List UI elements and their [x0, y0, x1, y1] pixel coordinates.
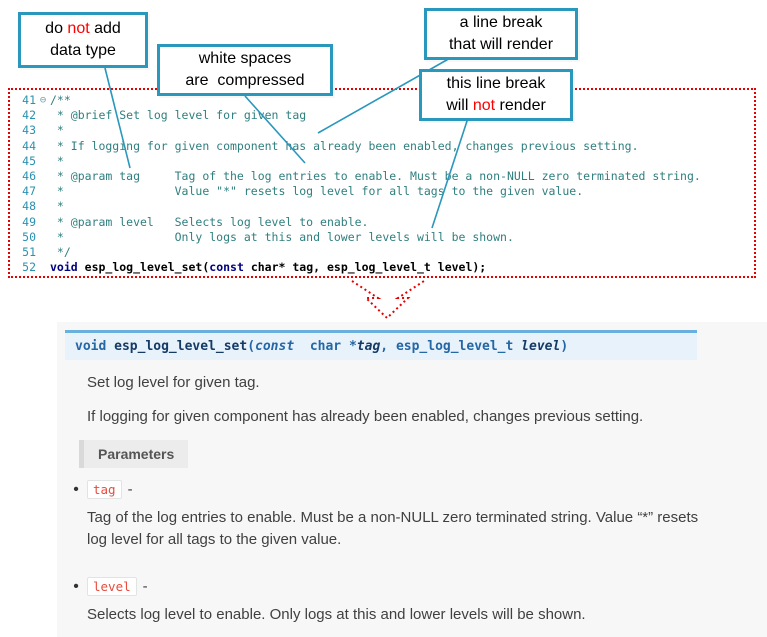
callout-text: do not add data type: [45, 20, 121, 59]
line-number: 50: [22, 229, 36, 244]
code-line: 51 */: [10, 245, 754, 260]
code-text: * Value "*" resets log level for all tag…: [50, 184, 584, 199]
line-number: 42: [22, 108, 36, 123]
line-number: 45: [22, 153, 36, 168]
param-item: • tag- Tag of the log entries to enable. M…: [65, 480, 720, 551]
fold-marker-icon: [36, 260, 50, 275]
code-line: 52 void esp_log_level_set(const char* tag…: [10, 260, 754, 275]
fold-marker-icon: [36, 245, 50, 260]
code-text: *: [50, 199, 64, 214]
line-number: 48: [22, 199, 36, 214]
param-name-literal: level: [87, 577, 137, 596]
line-number: 46: [22, 168, 36, 183]
parameters-list: •tag-Tag of the log entries to enable. M…: [65, 480, 720, 637]
param-description: Tag of the log entries to enable. Must b…: [87, 509, 699, 548]
code-lines: 41⊖/**42 * @brief Set log level for give…: [10, 93, 754, 275]
function-signature: void esp_log_level_set(const char *tag, …: [65, 330, 697, 360]
code-text: * @brief Set log level for given tag: [50, 108, 307, 123]
param-head: • level-: [65, 577, 720, 596]
code-line: 45 *: [10, 154, 754, 169]
code-text: */: [50, 244, 71, 259]
code-text: * @param level Selects log level to enab…: [50, 214, 369, 229]
param-name-literal: tag: [87, 480, 122, 499]
code-line: 50 * Only logs at this and lower levels …: [10, 230, 754, 245]
code-text: * If logging for given component has alr…: [50, 138, 639, 153]
callout-text: a line break that will render: [448, 14, 554, 53]
line-number: 51: [22, 244, 36, 259]
fold-marker-icon: [36, 108, 50, 123]
line-number: 52: [22, 260, 36, 275]
fold-marker-icon: [36, 184, 50, 199]
render-flow-arrow: [351, 280, 425, 320]
fold-marker-icon: [36, 139, 50, 154]
code-text: * @param tag Tag of the log entries to e…: [50, 168, 701, 183]
fold-marker-icon: [36, 154, 50, 169]
code-text: /**: [50, 93, 71, 107]
callout-line-break-not-render: this line break will not render: [419, 69, 573, 121]
fold-marker-icon: ⊖: [39, 94, 47, 106]
bullet-icon: •: [73, 577, 79, 595]
code-text: * Only logs at this and lower levels wil…: [50, 229, 514, 244]
fold-marker-icon: [36, 215, 50, 230]
code-line: 43 *: [10, 123, 754, 138]
fold-marker-icon: [36, 230, 50, 245]
param-dash: -: [142, 578, 148, 595]
line-number: 43: [22, 123, 36, 138]
code-text: void esp_log_level_set(const char* tag, …: [50, 260, 487, 275]
code-line: 48 *: [10, 199, 754, 214]
code-line: 41⊖/**: [10, 93, 754, 108]
param-item: • level- Selects log level to enable. Only…: [65, 577, 720, 626]
parameters-label: Parameters: [79, 440, 189, 468]
fold-marker-icon: [36, 123, 50, 138]
callout-white-spaces-compressed: white spaces are compressed: [157, 44, 333, 96]
code-line: 46 * @param tag Tag of the log entries t…: [10, 169, 754, 184]
line-number: 41: [22, 93, 36, 107]
line-number: 44: [22, 138, 36, 153]
param-description: Selects log level to enable. Only logs a…: [87, 606, 586, 623]
brief-description: Set log level for given tag.: [87, 374, 260, 391]
code-text: *: [50, 153, 64, 168]
line-number: 49: [22, 214, 36, 229]
callout-line-break-renders: a line break that will render: [424, 8, 578, 60]
rendered-docs-panel: void esp_log_level_set(const char *tag, …: [57, 322, 767, 637]
bullet-icon: •: [73, 480, 79, 498]
fold-marker-icon: [36, 169, 50, 184]
param-dash: -: [127, 481, 133, 498]
code-text: *: [50, 123, 64, 138]
callout-text: white spaces are compressed: [185, 50, 305, 89]
code-line: 47 * Value "*" resets log level for all …: [10, 184, 754, 199]
code-line: 49 * @param level Selects log level to e…: [10, 215, 754, 230]
line-number: 47: [22, 184, 36, 199]
param-head: • tag-: [65, 480, 720, 499]
callout-text: this line break will not render: [446, 75, 546, 114]
fold-marker-icon: [36, 199, 50, 214]
callout-do-not-add-data-type: do not add data type: [18, 12, 148, 68]
detailed-description: If logging for given component has alrea…: [87, 408, 644, 425]
code-line: 44 * If logging for given component has …: [10, 139, 754, 154]
code-editor-snippet: 41⊖/**42 * @brief Set log level for give…: [8, 88, 756, 278]
code-line: 42 * @brief Set log level for given tag: [10, 108, 754, 123]
